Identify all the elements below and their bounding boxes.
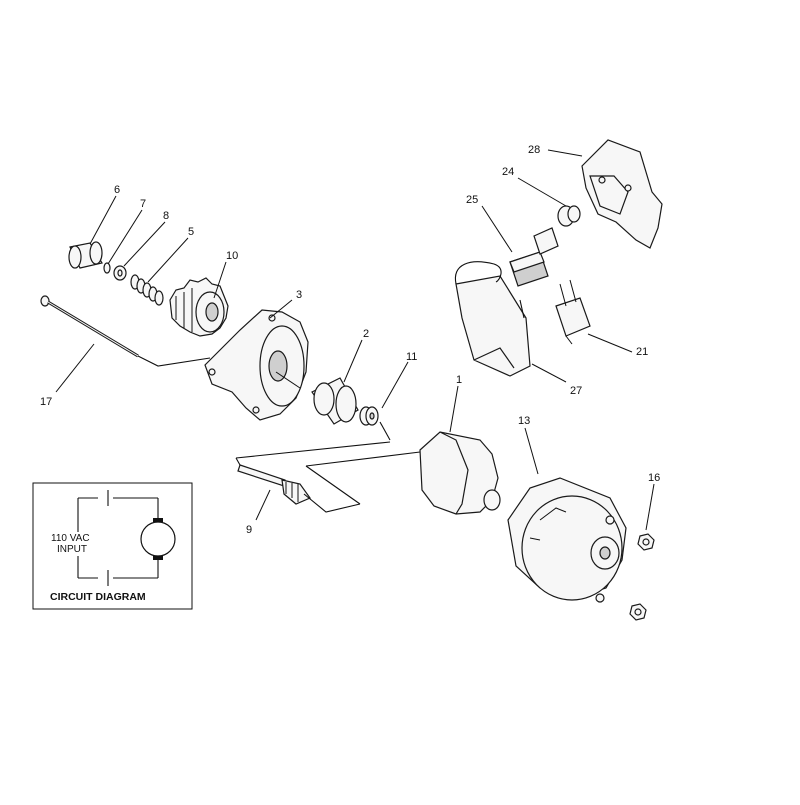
callout-11: 11 [406, 351, 417, 363]
circuit-diagram-title: CIRCUIT DIAGRAM [50, 591, 146, 603]
part-27-switch-cover [454, 261, 531, 377]
part-28-switch-housing [581, 139, 663, 249]
part-24-cap [557, 205, 581, 227]
part-13-motor [507, 477, 627, 603]
callout-5: 5 [188, 226, 194, 238]
wire-harness [305, 421, 421, 505]
callout-3: 3 [296, 289, 302, 301]
callout-24: 24 [502, 166, 514, 178]
circuit-wiring [77, 490, 163, 586]
callout-leaders [55, 149, 655, 531]
callout-17: 17 [40, 396, 52, 408]
part-5-spring [130, 274, 164, 306]
callout-8: 8 [163, 210, 169, 222]
callout-7: 7 [140, 198, 146, 210]
callout-2: 2 [363, 328, 369, 340]
callout-6: 6 [114, 184, 120, 196]
callout-10: 10 [226, 250, 238, 262]
part-6-bushing [68, 241, 103, 269]
callout-21: 21 [636, 346, 648, 358]
callout-13: 13 [518, 415, 530, 427]
part-7-washer [103, 262, 111, 274]
callout-16: 16 [648, 472, 660, 484]
part-25-switch [509, 227, 559, 287]
callout-28: 28 [528, 144, 540, 156]
part-1-gear-housing [419, 431, 501, 515]
part-11-bearing [359, 406, 379, 426]
part-8-washer [113, 265, 127, 281]
callout-9: 9 [246, 524, 252, 536]
motor-symbol [140, 521, 176, 557]
circuit-diagram-inset: 110 VAC INPUT CIRCUIT DIAGRAM [32, 482, 193, 610]
part-3-end-housing [204, 309, 309, 421]
part-10-gear [169, 277, 229, 337]
callout-25: 25 [466, 194, 478, 206]
circuit-input-label-line2: INPUT [57, 544, 87, 555]
part-16-nut [629, 533, 655, 621]
callout-27: 27 [570, 385, 582, 397]
circuit-input-label-line1: 110 VAC [51, 533, 90, 544]
part-2-sleeve [311, 377, 359, 425]
callout-1: 1 [456, 374, 462, 386]
part-17-through-bolt [40, 295, 211, 367]
part-9-armature-shaft [235, 441, 391, 513]
part-21-connector [555, 279, 591, 345]
